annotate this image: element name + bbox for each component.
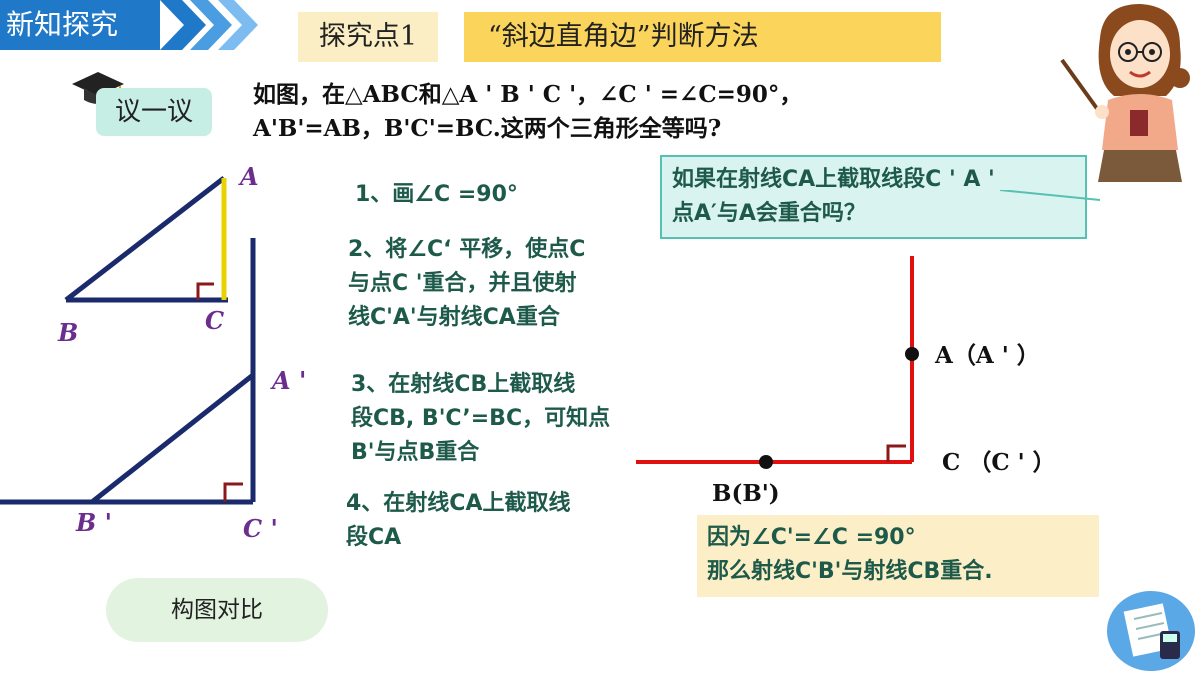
chevron-arrows-icon: [160, 0, 258, 50]
discuss-badge: 议一议: [96, 88, 212, 136]
point-B-dot: [759, 455, 773, 469]
point-label-B: B: [58, 318, 79, 347]
label-A-coincide: A（A ' ）: [935, 342, 1040, 369]
right-angle-mark: [886, 444, 906, 462]
right-angle-mark: [196, 282, 214, 300]
segment-A2B2: [90, 373, 255, 504]
section-header: 新知探究: [0, 0, 160, 50]
triangle-figures: [0, 176, 256, 505]
question-line-1: 如图，在△ABC和△A ' B ' C '，∠C ' =∠C=90°，: [253, 81, 803, 108]
hint-box: 如果在射线CA上截取线段C ' A ' 点A′与A会重合吗？: [660, 155, 1087, 239]
question-line-2: A'B'=AB，B'C'=BC.这两个三角形全等吗?: [253, 115, 722, 142]
exploration-point-tag: 探究点1: [298, 12, 438, 62]
point-label-B-prime: B ': [76, 508, 112, 537]
label-B-coincide: B(B'): [712, 480, 780, 507]
compare-button[interactable]: 构图对比: [106, 578, 328, 642]
right-angle-mark: [223, 482, 243, 502]
step-1: 1、画∠C =90°: [355, 182, 518, 207]
point-A-dot: [905, 347, 919, 361]
point-label-C: C: [205, 306, 225, 335]
step-4: 4、在射线CA上截取线 段CA: [346, 491, 571, 550]
study-badge-icon: [1107, 591, 1195, 671]
step-3: 3、在射线CB上截取线 段CB, B'C’=BC，可知点 B'与点B重合: [351, 372, 611, 465]
point-label-A: A: [240, 162, 259, 191]
question-text: 如图，在△ABC和△A ' B ' C '，∠C ' =∠C=90°， A'B'…: [253, 78, 953, 146]
point-label-C-prime: C ': [243, 514, 278, 543]
point-label-A-prime: A ': [272, 366, 307, 395]
teacher-illustration: [1060, 4, 1190, 182]
overlap-figure: [636, 190, 1101, 469]
reason-box: 因为∠C'=∠C =90° 那么射线C'B'与射线CB重合.: [697, 515, 1099, 597]
hint-pointer-line: [999, 190, 1101, 201]
segment-AB: [64, 176, 226, 302]
step-2: 2、将∠C‘ 平移，使点C 与点C '重合，并且使射 线C'A'与射线CA重合: [348, 237, 586, 330]
method-title: “斜边直角边”判断方法: [464, 12, 941, 62]
label-C-coincide: C （C ' ）: [942, 449, 1056, 476]
